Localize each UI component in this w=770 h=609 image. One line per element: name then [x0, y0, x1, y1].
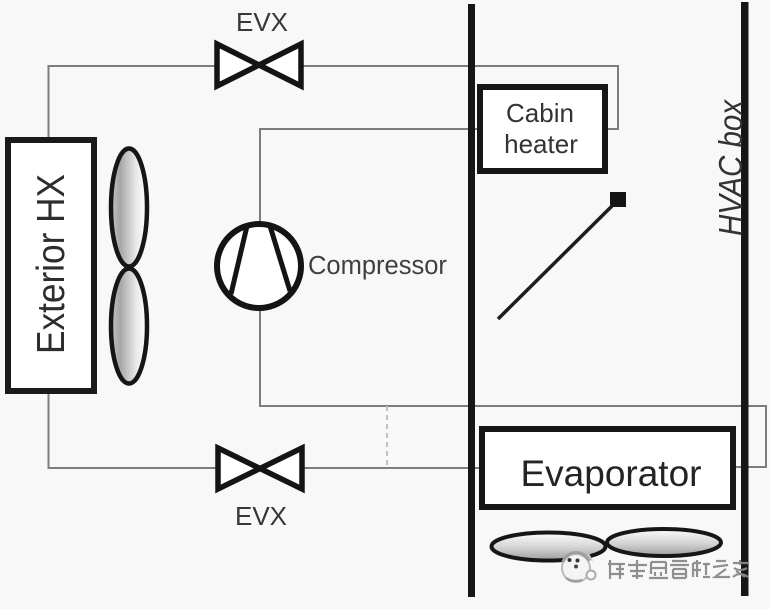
svg-text:heater: heater: [504, 129, 578, 159]
svg-text:EVX: EVX: [235, 501, 287, 531]
svg-text:Exterior HX: Exterior HX: [30, 174, 73, 354]
svg-text:EVX: EVX: [236, 7, 288, 37]
svg-text:Cabin: Cabin: [506, 98, 574, 128]
svg-text:Evaporator: Evaporator: [521, 453, 702, 494]
svg-text:Compressor: Compressor: [308, 252, 447, 280]
svg-text:HVAC box: HVAC box: [712, 99, 749, 236]
